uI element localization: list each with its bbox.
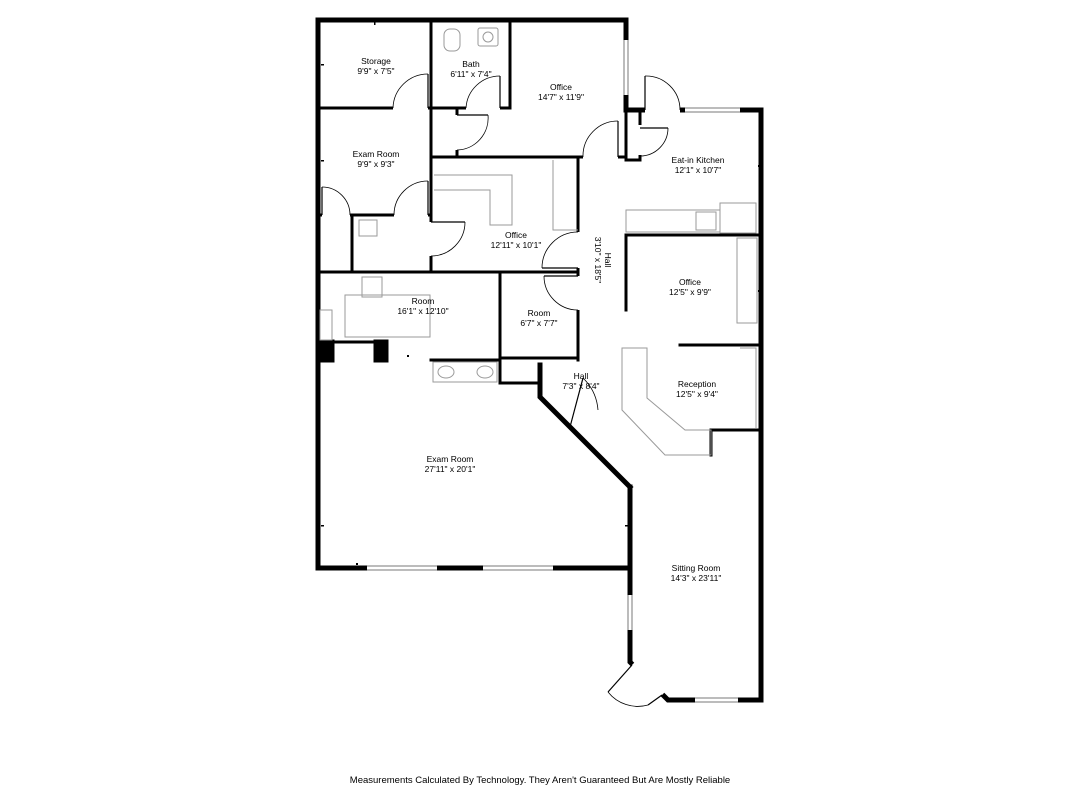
room-name-bath: Bath [462,59,480,69]
sink-icon [361,276,383,298]
room-dims-room-large: 16'1" x 12'10" [397,306,448,316]
room-labels: Storage 9'9" x 7'5" Bath 6'11" x 7'4" Of… [353,56,725,583]
room-name-office-center: Office [505,230,527,240]
room-name-exam-room-small: Exam Room [353,149,400,159]
room-dims-exam-room-large: 27'11" x 20'1" [425,464,476,474]
sink-icon [358,219,378,237]
room-dims-bath: 6'11" x 7'4" [450,69,491,79]
room-dims-office-center: 12'11" x 10'1" [491,240,542,250]
room-name-room-small: Room [528,308,551,318]
room-name-sitting-room: Sitting Room [672,563,721,573]
room-name-exam-room-large: Exam Room [427,454,474,464]
room-dims-eat-in-kitchen: 12'1" x 10'7" [675,165,722,175]
doors [321,73,681,707]
room-dims-hall-small: 7'3" x 8'4" [562,381,599,391]
dimension-ticks [321,22,760,565]
reception-desk [621,347,712,456]
fixtures [319,27,758,456]
room-name-hall-vertical: Hall [603,253,613,268]
windows [367,40,740,704]
kitchen-sink-icon [695,211,717,231]
room-dims-sitting-room: 14'3" x 23'11" [671,573,722,583]
room-name-office-top: Office [550,82,572,92]
disclaimer-text: Measurements Calculated By Technology. T… [349,775,731,786]
room-dims-reception: 12'5" x 9'4" [676,389,718,399]
room-name-room-large: Room [412,296,435,306]
room-dims-room-small: 6'7" x 7'7" [520,318,557,328]
room-name-office-right: Office [679,277,701,287]
room-name-hall-small: Hall [574,371,589,381]
counter [344,294,431,338]
double-sink-counter [432,361,498,383]
toilet-icon [443,28,461,52]
room-dims-exam-room-small: 9'9" x 9'3" [357,159,394,169]
room-name-storage: Storage [361,56,391,66]
room-dims-office-right: 12'5" x 9'9" [669,287,711,297]
sink-icon [477,27,499,47]
office-counter [736,237,758,324]
room-name-eat-in-kitchen: Eat-in Kitchen [672,155,725,165]
room-name-reception: Reception [678,379,717,389]
room-dims-office-top: 14'7" x 11'9" [538,92,584,102]
refrigerator-icon [719,202,757,234]
room-dims-hall-vertical: 3'10" x 18'5" [593,237,603,284]
room-dims-storage: 9'9" x 7'5" [357,66,394,76]
